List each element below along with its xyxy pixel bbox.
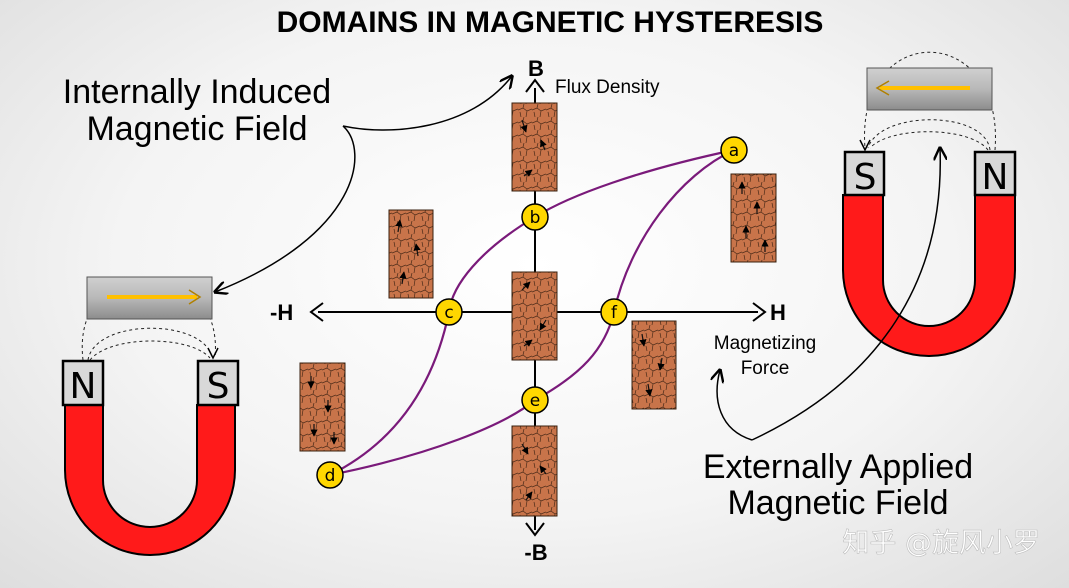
descending-branch bbox=[329, 148, 735, 476]
hysteresis-loop bbox=[329, 148, 735, 477]
magnetizing-label: Magnetizing bbox=[714, 333, 816, 354]
domain-block-upper-left bbox=[388, 209, 434, 299]
left-magnet: N S bbox=[61, 276, 240, 556]
axes: B Flux Density -B H -H Magnetizing Force bbox=[270, 56, 816, 565]
neg-h-axis-label: -H bbox=[270, 300, 293, 325]
right-magnet: S N bbox=[842, 51, 1017, 357]
b-neg-arrowhead bbox=[525, 522, 545, 537]
point-f: f bbox=[600, 298, 628, 326]
left-s-label: S bbox=[207, 366, 230, 407]
external-pointer-up bbox=[751, 148, 940, 441]
domain-block-lower-right bbox=[631, 320, 677, 410]
domain-block-upper-right bbox=[730, 173, 777, 263]
h-neg-arrowhead bbox=[309, 302, 324, 322]
domain-block-lower-left bbox=[299, 362, 346, 452]
internal-label-line1: Internally Induced bbox=[63, 73, 331, 111]
svg-text:f: f bbox=[611, 303, 618, 323]
annotations: Internally Induced Magnetic Field Extern… bbox=[63, 73, 973, 522]
left-magnet-s-pole bbox=[196, 359, 240, 407]
h-pos-arrowhead bbox=[752, 302, 767, 322]
external-label-line1: Externally Applied bbox=[703, 448, 973, 486]
left-magnet-body bbox=[64, 404, 236, 556]
internal-pointer-down bbox=[215, 125, 356, 292]
svg-text:a: a bbox=[729, 141, 739, 161]
domain-blocks bbox=[299, 102, 777, 517]
force-label: Force bbox=[741, 358, 790, 379]
h-axis-label: H bbox=[770, 300, 786, 325]
right-magnet-body bbox=[842, 194, 1016, 357]
left-n-label: N bbox=[70, 366, 97, 407]
point-e: e bbox=[521, 386, 549, 414]
flux-density-label: Flux Density bbox=[555, 77, 660, 98]
right-n-label: N bbox=[982, 157, 1009, 198]
b-axis-label: B bbox=[528, 56, 544, 81]
point-c: c bbox=[435, 298, 463, 326]
right-s-label: S bbox=[854, 157, 877, 198]
diagram-title: DOMAINS IN MAGNETIC HYSTERESIS bbox=[277, 6, 824, 39]
svg-text:e: e bbox=[530, 391, 540, 411]
ascending-branch bbox=[329, 149, 735, 477]
external-label-line2: Magnetic Field bbox=[727, 484, 948, 522]
domain-block-center bbox=[511, 271, 558, 361]
internal-pointer-up bbox=[342, 76, 512, 131]
b-pos-arrowhead bbox=[525, 78, 545, 93]
domain-block-bottom bbox=[511, 425, 558, 517]
point-a: a bbox=[720, 136, 748, 164]
point-d: d bbox=[316, 461, 344, 489]
watermark: 知乎 @旋风小罗 bbox=[842, 528, 1040, 559]
external-pointer-left bbox=[717, 370, 753, 441]
neg-b-axis-label: -B bbox=[524, 540, 547, 565]
right-magnet-n-pole bbox=[973, 150, 1017, 197]
svg-text:d: d bbox=[325, 466, 336, 486]
point-b: b bbox=[521, 203, 549, 231]
svg-text:b: b bbox=[530, 208, 541, 228]
left-magnet-n-pole bbox=[61, 359, 105, 407]
internal-label-line2: Magnetic Field bbox=[86, 110, 307, 148]
svg-text:c: c bbox=[444, 303, 453, 323]
loop-points: a b c d e f bbox=[316, 136, 748, 489]
right-magnet-s-pole bbox=[843, 150, 886, 197]
domain-block-top bbox=[511, 102, 558, 192]
